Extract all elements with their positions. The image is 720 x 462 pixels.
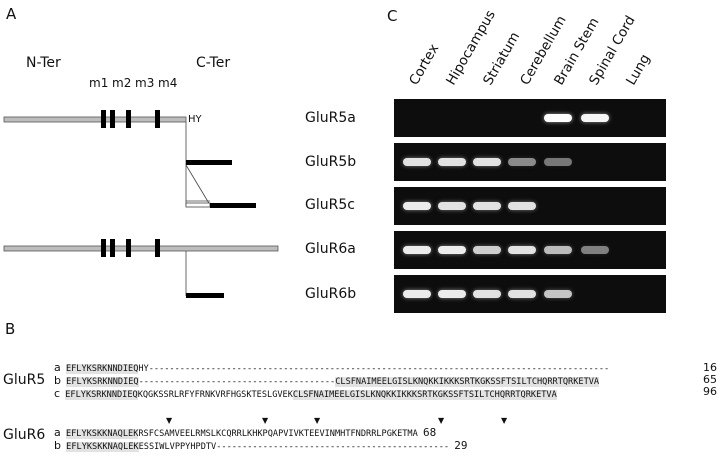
m3-label: m3 [135, 76, 155, 90]
gel-band [581, 246, 609, 254]
conserved-segment: EFLYKSRKNNDIEQ [66, 377, 139, 387]
gel-band [473, 202, 501, 210]
glur5b-length: 65 [703, 373, 717, 386]
row-letter: c [54, 387, 61, 400]
gel-band [438, 290, 466, 298]
glur6-m3 [126, 239, 131, 257]
gel-band [508, 290, 536, 298]
row-letter: b [54, 374, 61, 387]
conserved-segment: EFLYKSKKNAQLEK [66, 442, 139, 452]
glur5a-seq-row: a EFLYKSRKNNDIEQHY----------------------… [54, 362, 609, 375]
glur5c-insert [185, 202, 211, 208]
variable-segment: HY--------------------------------------… [138, 364, 610, 374]
n-terminus-label: N-Ter [26, 55, 61, 71]
glur5-m2 [110, 110, 115, 128]
marker-triangle: ▼ [438, 416, 445, 425]
glur6-m1 [101, 239, 106, 257]
glur6a-length: 68 [422, 426, 437, 439]
glur5-backbone [3, 116, 187, 123]
panel-label-c: C [387, 7, 398, 25]
gel-band [544, 290, 572, 298]
glur5-alignment: a EFLYKSRKNNDIEQHY----------------------… [54, 362, 609, 401]
shared-c-terminal-segment: CLSFNAIMEELGISLKNQKKIKKKSRTKGKSSFTSILTCH… [292, 390, 557, 400]
glur5c-length: 96 [703, 385, 717, 398]
gel-band [438, 202, 466, 210]
marker-triangle: ▼ [166, 416, 173, 425]
glur6-backbone [3, 245, 279, 252]
m1-label: m1 [89, 76, 109, 90]
glur5b-tail [186, 160, 232, 165]
gel-band [473, 246, 501, 254]
variable-segment: RSFCSAMVEELRMSLKCQRRLKHKPQAPVIVKTEEVINMH… [138, 429, 418, 439]
marker-triangle: ▼ [501, 416, 508, 425]
hy-label: HY [188, 114, 202, 125]
glur6a-seq-row: a EFLYKSKKNAQLEKRSFCSAMVEELRMSLKCQRRLKHK… [54, 427, 467, 440]
glur5-m4 [155, 110, 160, 128]
gel-band [508, 158, 536, 166]
panel-label-a: A [6, 5, 17, 23]
glur6-m2 [110, 239, 115, 257]
gel-band [544, 246, 572, 254]
gap-segment: -------------------------------------- [138, 377, 336, 387]
shared-c-terminal-segment: CLSFNAIMEELGISLKNQKKIKKKSRTKGKSSFTSILTCH… [335, 377, 600, 387]
gel-band [544, 158, 572, 166]
glur6b-seq-row: b EFLYKSKKNAQLEKESSIWLVPPYHPDTV---------… [54, 440, 467, 453]
isoform-label-glur6a: GluR6a [305, 241, 356, 257]
conserved-segment: EFLYKSKKNAQLEK [65, 429, 139, 439]
glur5a-length: 16 [703, 361, 717, 374]
protein-schematic [3, 110, 279, 298]
row-letter: a [54, 426, 61, 439]
gel-strip-glur6b [394, 275, 666, 313]
glur5c-tail [210, 203, 256, 208]
glur6b-tail [186, 293, 224, 298]
gel-strip-glur5c [394, 187, 666, 225]
isoform-label-glur5c: GluR5c [305, 197, 355, 213]
glur5-m1 [101, 110, 106, 128]
gel-band [438, 246, 466, 254]
c-terminus-label: C-Ter [196, 55, 231, 71]
m4-label: m4 [158, 76, 178, 90]
gel-strip-glur5a [394, 99, 666, 137]
gel-band [473, 158, 501, 166]
glur5-m3 [126, 110, 131, 128]
glur5c-connector-a [185, 164, 211, 206]
gel-band [508, 202, 536, 210]
gel-band [473, 290, 501, 298]
insert-segment: KQGKSSRLRFYFRNKVRFHGSKTESLGVEK [137, 390, 293, 400]
gel-band [403, 158, 431, 166]
glur5b-seq-row: b EFLYKSRKNNDIEQ------------------------… [54, 375, 609, 388]
gel-band [403, 246, 431, 254]
gene-label-glur6: GluR6 [3, 427, 46, 443]
variable-segment: ESSIWLVPPYHPDTV-------------------------… [138, 442, 450, 452]
marker-triangle: ▼ [314, 416, 321, 425]
glur6-alignment: a EFLYKSKKNAQLEKRSFCSAMVEELRMSLKCQRRLKHK… [54, 427, 467, 453]
gel-band [581, 114, 609, 122]
isoform-label-glur5a: GluR5a [305, 110, 356, 126]
row-letter: a [54, 361, 61, 374]
gel-strip-glur6a [394, 231, 666, 269]
row-letter: b [54, 439, 61, 452]
gel-strip-glur5b [394, 143, 666, 181]
glur5c-seq-row: c EFLYKSRKNNDIEQKQGKSSRLRFYFRNKVRFHGSKTE… [54, 388, 609, 401]
conserved-segment: EFLYKSRKNNDIEQ [65, 364, 139, 374]
tissue-label-cortex: Cortex [406, 41, 443, 88]
glur6-m4 [155, 239, 160, 257]
gel-band [544, 114, 572, 122]
gel-band [403, 202, 431, 210]
conserved-segment: EFLYKSRKNNDIEQ [65, 390, 138, 400]
gel-band [438, 158, 466, 166]
gel-band [403, 290, 431, 298]
gene-label-glur5: GluR5 [3, 372, 46, 388]
gel-band [508, 246, 536, 254]
isoform-label-glur6b: GluR6b [305, 286, 357, 302]
tissue-label-lung: Lung [623, 51, 654, 88]
panel-label-b: B [5, 320, 16, 338]
glur6b-length: 29 [454, 439, 468, 452]
m2-label: m2 [112, 76, 132, 90]
isoform-label-glur5b: GluR5b [305, 154, 357, 170]
marker-triangle: ▼ [262, 416, 269, 425]
